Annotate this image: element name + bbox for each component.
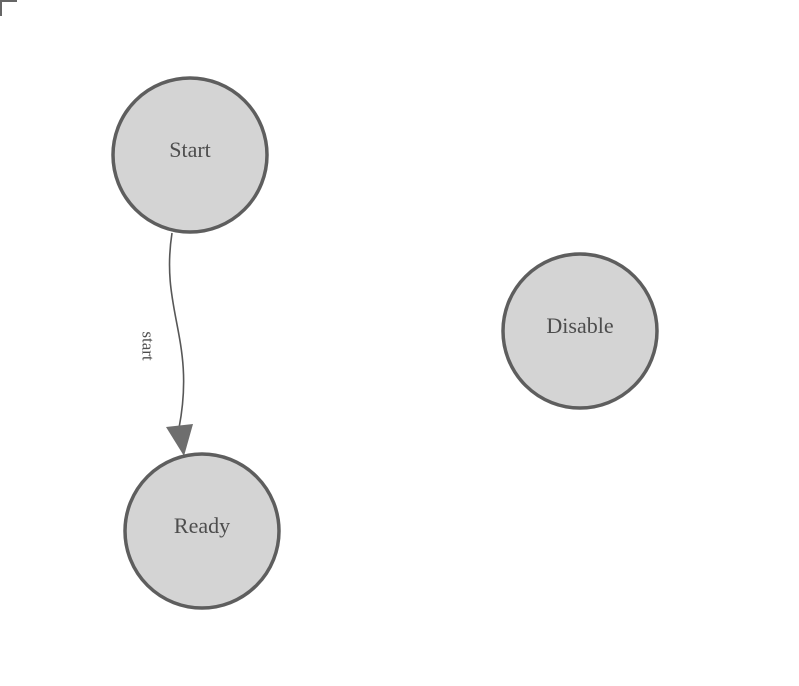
state-circle-ready[interactable] (123, 452, 281, 610)
canvas-corner-mark-icon (0, 0, 17, 16)
state-node-start[interactable]: Start (111, 76, 269, 234)
state-circle-start[interactable] (111, 76, 269, 234)
transition-edge-start-ready[interactable]: start (139, 232, 194, 456)
state-node-disable[interactable]: Disable (501, 252, 659, 410)
transition-edge-path[interactable] (168, 232, 185, 429)
state-label-ready: Ready (174, 513, 230, 538)
transition-arrowhead-icon (166, 424, 193, 456)
state-label-disable: Disable (546, 313, 613, 338)
state-label-start: Start (169, 137, 211, 162)
state-node-ready[interactable]: Ready (123, 452, 281, 610)
transition-edge-label[interactable]: start (139, 331, 158, 361)
state-circle-disable[interactable] (501, 252, 659, 410)
